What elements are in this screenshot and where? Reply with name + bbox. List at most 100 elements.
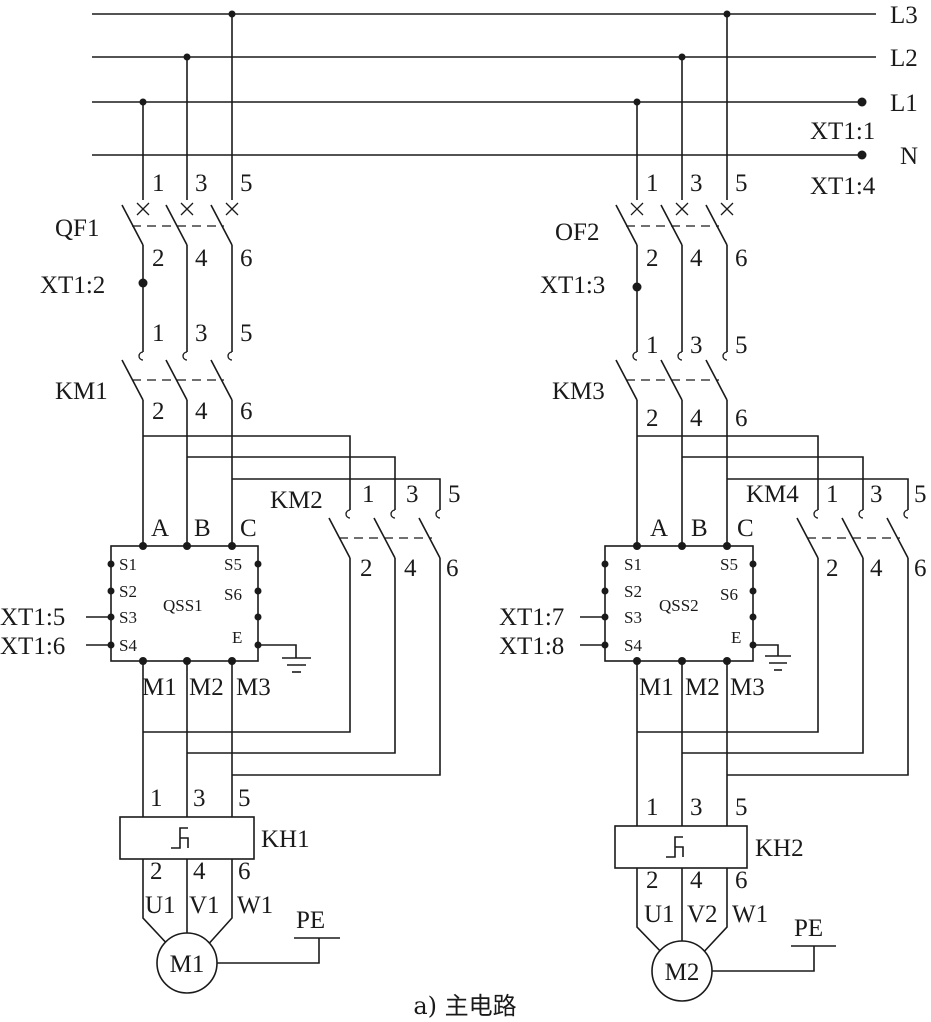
qss2-input-c: C [737, 515, 754, 542]
right-bypass-tap-1 [637, 435, 819, 510]
qss2-s5-dot [749, 560, 757, 568]
breaker-qf1-trip-marks [136, 202, 239, 216]
bus-label-xt1-1: XT1:1 [810, 118, 875, 145]
right-km-pin-1: 1 [646, 332, 659, 359]
motor-m1-terminal-w1: W1 [237, 892, 273, 919]
right-km4-pin-2: 2 [826, 555, 839, 582]
right-pe-wire [712, 946, 815, 972]
motor-m1-lead-u [142, 859, 172, 949]
left-km2-pin-5: 5 [448, 481, 461, 508]
motor-m1: M1 [156, 932, 218, 994]
right-km4-pin-1: 1 [826, 481, 839, 508]
left-qf-pin-2: 2 [152, 245, 165, 272]
motor-m2-lead-u [636, 868, 666, 957]
qss1-s5-label: S5 [224, 555, 242, 574]
left-qf-pin-6: 6 [240, 245, 253, 272]
left-kh-pin-5: 5 [238, 785, 251, 812]
right-km4-pin-3: 3 [870, 481, 883, 508]
qss1-terminal-c [228, 542, 236, 550]
terminal-xt1-2-dot [138, 278, 148, 288]
thermal-element-icon-lower [675, 846, 684, 857]
terminal-xt1-3-label: XT1:3 [540, 272, 605, 299]
qss1-extra-dot [254, 613, 262, 621]
qss2-terminal-b [678, 542, 686, 550]
motor-m2-label: M2 [665, 959, 700, 986]
right-km4-pin-4: 4 [870, 555, 883, 582]
qss2-s2-dot [601, 587, 609, 595]
right-bypass-return-4 [682, 558, 864, 754]
qss2-s1-label: S1 [624, 555, 642, 574]
qss1-name: QSS1 [163, 596, 203, 615]
left-kh-pin-2: 2 [150, 858, 163, 885]
left-bypass-tap-5 [232, 478, 441, 510]
bus-label-n: N [900, 143, 918, 170]
terminal-xt1-4-dot [857, 150, 867, 160]
left-km-pin-5: 5 [240, 320, 253, 347]
qss1-output-m1: M1 [142, 674, 177, 701]
left-km2-pin-6: 6 [446, 555, 459, 582]
qss2-s3-label: S3 [624, 608, 642, 627]
contactor-km4-label: KM4 [746, 481, 799, 508]
contactor-km1-label: KM1 [55, 378, 108, 405]
qss1-output-m2: M2 [189, 674, 224, 701]
right-ground-icon [753, 644, 791, 671]
motor-m1-lead-w [204, 859, 233, 949]
terminal-xt1-5-label: XT1:5 [0, 604, 65, 631]
qss1-s3-label: S3 [119, 608, 137, 627]
left-qf-pin-4: 4 [195, 245, 208, 272]
breaker-of2-trip-marks [630, 202, 734, 216]
terminal-xt1-2-label: XT1:2 [40, 272, 105, 299]
qss2-terminal-c [723, 542, 731, 550]
breaker-qf1-contact-3 [210, 204, 233, 246]
breaker-of2-contact-1 [615, 204, 638, 246]
right-bypass-tap-5 [727, 478, 909, 510]
bus-label-l2: L2 [890, 45, 918, 72]
left-bypass-return-4 [187, 558, 396, 754]
left-km2-pin-1: 1 [362, 481, 375, 508]
right-qf-pin-5: 5 [735, 170, 748, 197]
motor-m2-terminal-w1: W1 [732, 901, 768, 928]
right-qf-pin-4: 4 [690, 245, 703, 272]
breaker-of2: OF2 [555, 202, 734, 246]
left-km2-pin-2: 2 [360, 555, 373, 582]
softstarter-qss2-box [604, 545, 754, 662]
qss1-s4-label: S4 [119, 636, 137, 655]
thermal-relay-kh1-label: KH1 [261, 826, 310, 853]
contactor-km3-arcs [632, 351, 728, 361]
right-kh-pin-1: 1 [646, 794, 659, 821]
right-kh-pin-2: 2 [646, 867, 659, 894]
qss1-s1-dot [107, 560, 115, 568]
softstarter-qss1: A B C S1 S2 S3 S4 S5 S6 E QSS1 [107, 515, 262, 665]
terminal-xt1-6-label: XT1:6 [0, 633, 65, 660]
right-km4-pin-5: 5 [914, 481, 927, 508]
right-km-pin-2: 2 [646, 405, 659, 432]
qss2-s6-label: S6 [720, 585, 738, 604]
left-kh-pin-3: 3 [193, 785, 206, 812]
right-qf-pin-2: 2 [646, 245, 659, 272]
contactor-km1-arcs [138, 351, 233, 361]
qss2-extra-dot [749, 613, 757, 621]
breaker-of2-contact-2 [660, 204, 683, 246]
motor-m2-terminal-v2: V2 [687, 901, 718, 928]
left-pe-label: PE [296, 907, 325, 934]
qss2-s4-label: S4 [624, 636, 642, 655]
motor-m2-terminal-u1: U1 [644, 901, 675, 928]
right-bypass-tap-3 [682, 456, 864, 510]
right-junction-l1 [633, 98, 641, 106]
left-qf-pin-3: 3 [195, 170, 208, 197]
contactor-km1-contact-3 [210, 359, 233, 401]
terminal-xt1-3-dot [632, 282, 642, 292]
qss2-output-m3: M3 [730, 674, 765, 701]
left-ground-icon [258, 644, 311, 673]
left-junction-l2 [183, 53, 191, 61]
qss1-s6-dot [254, 587, 262, 595]
qss1-input-a: A [151, 515, 169, 542]
contactor-km4: KM4 [746, 481, 909, 559]
left-bypass-tap-3 [187, 456, 396, 510]
breaker-of2-contact-3 [705, 204, 728, 246]
qss2-output-m2: M2 [685, 674, 720, 701]
left-qf-pin-1: 1 [152, 170, 165, 197]
left-km2-pin-4: 4 [404, 555, 417, 582]
qss1-terminal-b [183, 542, 191, 550]
